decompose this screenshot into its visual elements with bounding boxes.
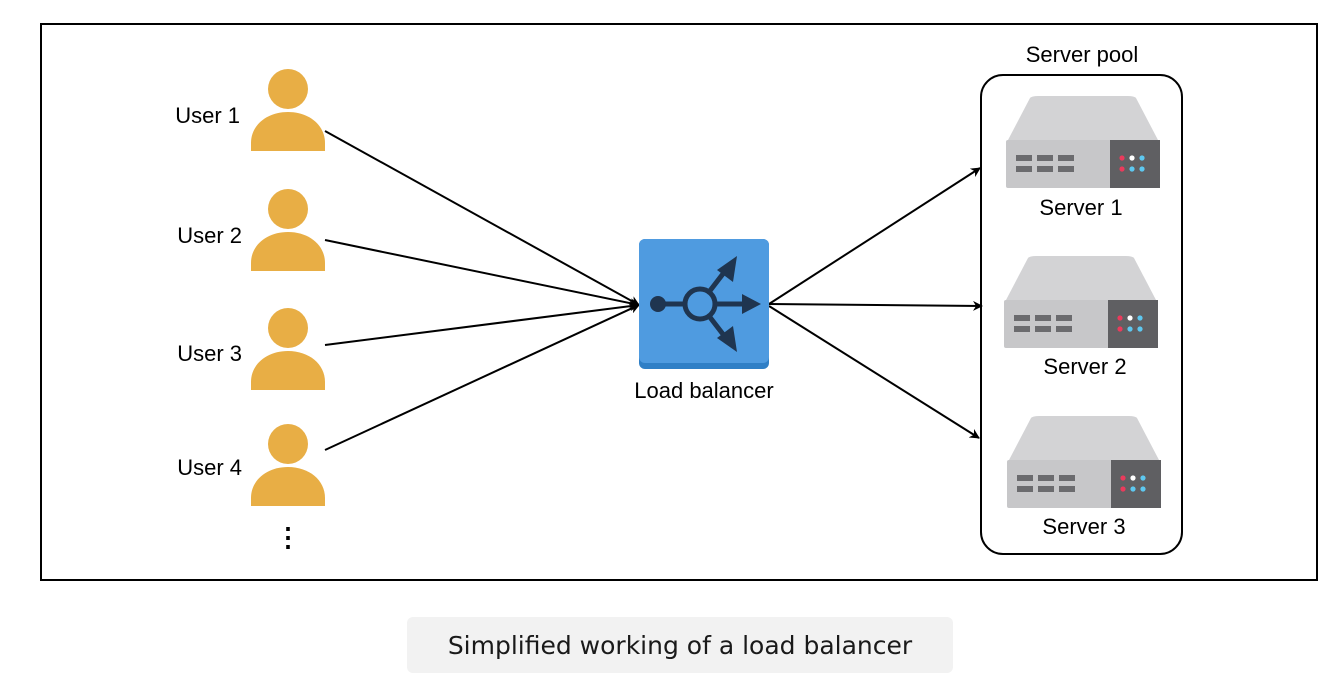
caption-box: Simplified working of a load balancer [407,617,953,673]
server-label: Server 2 [1043,354,1126,379]
user-node-1: User 1 [175,69,325,151]
user-node-4: User 4 [177,424,325,506]
user-node-2: User 2 [177,189,325,271]
connector-user-3 [324,301,640,346]
server-label: Server 3 [1042,514,1125,539]
server-node-2: Server 2 [1004,256,1158,379]
user-icon [251,424,325,506]
connector-server-1 [768,167,981,305]
connector-user-4 [324,304,640,451]
load-balancer-label: Load balancer [634,378,773,403]
user-icon [251,189,325,271]
load-balancer-icon [639,239,769,369]
connector-server-2 [768,300,983,311]
connector-user-2 [324,239,640,309]
server-connectors [768,167,983,439]
connector-user-1 [324,130,640,306]
server-label: Server 1 [1039,195,1122,220]
diagram-frame [40,23,1318,581]
user-label: User 3 [177,341,242,366]
user-label: User 4 [177,455,242,480]
load-balancer-node: Load balancer [634,239,774,403]
user-icon [251,69,325,151]
connector-server-3 [768,305,980,439]
server-pool-container [980,74,1183,555]
user-label: User 1 [175,103,240,128]
user-icon [251,308,325,390]
user-connectors [324,130,640,451]
server-node-3: Server 3 [1007,416,1161,539]
user-label: User 2 [177,223,242,248]
caption-text: Simplified working of a load balancer [447,630,913,660]
user-node-3: User 3 [177,308,325,390]
server-icon [1006,96,1160,188]
server-icon [1007,416,1161,508]
server-icon [1004,256,1158,348]
users-column: User 1 User 2 User 3 User 4 ⋮ [175,69,325,552]
server-node-1: Server 1 [1006,96,1160,220]
server-pool-title: Server pool [1026,42,1139,67]
more-users-ellipsis: ⋮ [275,522,301,552]
server-pool: Server pool Server 1 Server 2 Server 3 [980,42,1183,555]
